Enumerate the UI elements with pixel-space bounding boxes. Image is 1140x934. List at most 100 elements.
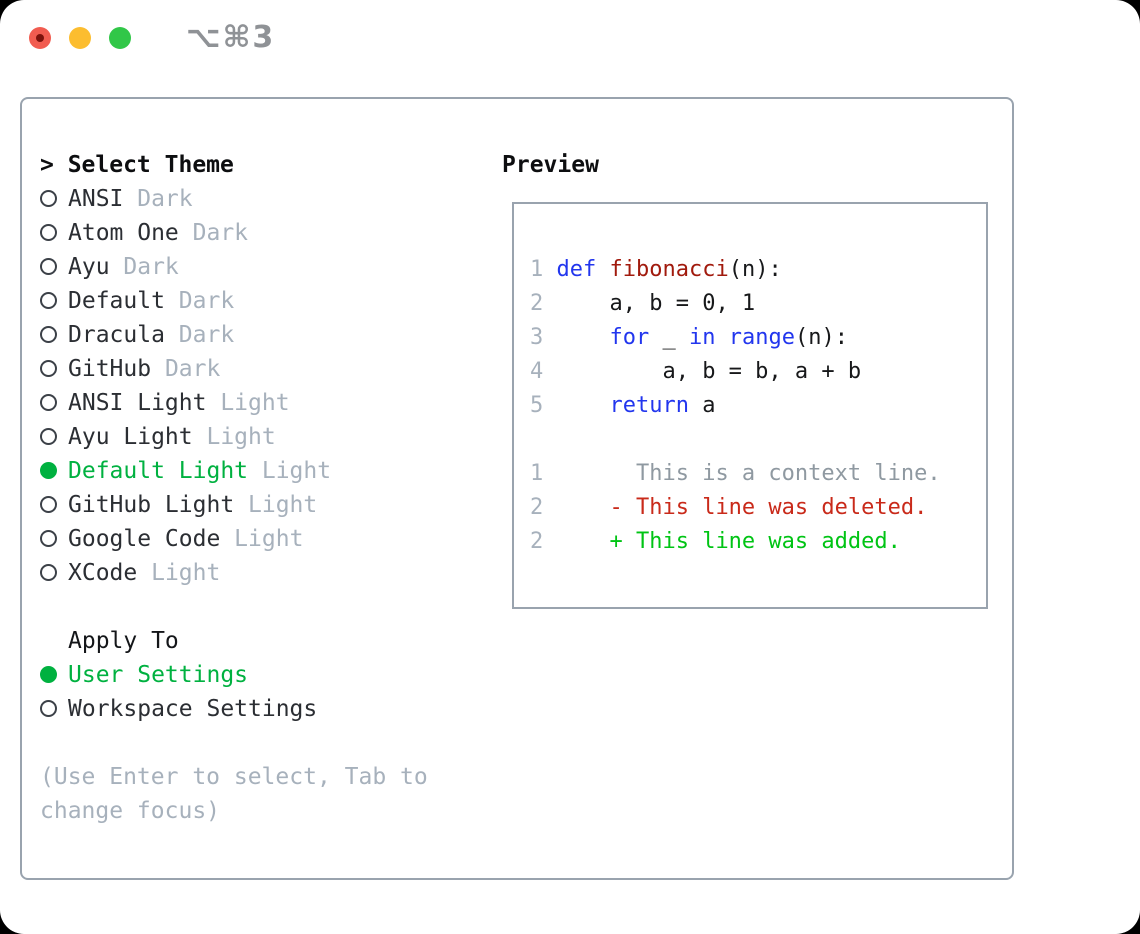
theme-item[interactable]: Default Light Light <box>40 454 480 488</box>
code-line <box>530 423 941 457</box>
apply-to-option[interactable]: User Settings <box>40 658 480 692</box>
code-segment-plain: a, b = 0, 1 <box>556 291 756 316</box>
item-variant-label: Light <box>206 390 290 416</box>
code-segment-kw: return <box>609 393 689 418</box>
code-line: 2 + This line was added. <box>530 525 941 559</box>
radio-icon[interactable] <box>40 692 68 726</box>
apply-to-option[interactable]: Workspace Settings <box>40 692 480 726</box>
theme-item[interactable]: GitHub Dark <box>40 352 480 386</box>
code-line: 1 def fibonacci(n): <box>530 253 941 287</box>
item-label: GitHub <box>68 356 152 382</box>
keyboard-hint: (Use Enter to select, Tab to change focu… <box>40 764 428 824</box>
code-segment-num: 1 <box>530 257 557 282</box>
code-line: 2 - This line was deleted. <box>530 491 941 525</box>
code-segment-plain: _ <box>649 325 689 350</box>
radio-icon[interactable] <box>40 488 68 522</box>
window-title: ⌥⌘3 <box>186 20 276 55</box>
theme-item[interactable]: Google Code Light <box>40 522 480 556</box>
theme-item[interactable]: Default Dark <box>40 284 480 318</box>
code-segment-kw: range <box>728 325 795 350</box>
item-label: Default <box>68 288 165 314</box>
spacer <box>40 726 480 760</box>
item-variant-label: Dark <box>109 254 179 280</box>
item-variant-label: Dark <box>164 288 235 314</box>
code-segment-num: 5 <box>530 393 557 418</box>
item-variant-label: Dark <box>178 220 249 246</box>
code-segment-plain <box>557 325 610 350</box>
close-button-icon[interactable] <box>29 27 51 49</box>
code-segment-plain: a <box>688 393 716 418</box>
item-variant-label: Light <box>192 424 276 450</box>
code-segment-kw: in <box>688 325 716 350</box>
item-label: Ayu <box>68 254 110 280</box>
radio-icon[interactable] <box>40 386 68 420</box>
item-label: ANSI Light <box>68 390 207 416</box>
code-segment-num: 1 <box>530 461 557 486</box>
minimize-button-icon[interactable] <box>69 27 91 49</box>
radio-icon[interactable] <box>40 522 68 556</box>
code-line: 4 a, b = b, a + b <box>530 355 941 389</box>
theme-item[interactable]: XCode Light <box>40 556 480 590</box>
traffic-lights <box>29 27 131 49</box>
apply-to-heading: Apply To <box>68 628 179 654</box>
code-segment-num: 4 <box>530 359 557 384</box>
theme-item[interactable]: ANSI Dark <box>40 182 480 216</box>
theme-item[interactable]: ANSI Light Light <box>40 386 480 420</box>
code-segment-num: 3 <box>530 325 557 350</box>
theme-item[interactable]: Ayu Dark <box>40 250 480 284</box>
radio-selected-icon[interactable] <box>40 454 68 488</box>
item-variant-label: Dark <box>164 322 235 348</box>
radio-icon[interactable] <box>40 318 68 352</box>
titlebar: ⌥⌘3 <box>0 0 1140 76</box>
item-label: Workspace Settings <box>68 696 318 722</box>
radio-icon[interactable] <box>40 284 68 318</box>
code-line: 2 a, b = 0, 1 <box>530 287 941 321</box>
radio-icon[interactable] <box>40 216 68 250</box>
item-label: ANSI <box>68 186 124 212</box>
code-segment-add: + This line was added. <box>556 529 901 554</box>
code-segment-num: 2 <box>530 291 557 316</box>
theme-item[interactable]: Ayu Light Light <box>40 420 480 454</box>
radio-icon[interactable] <box>40 556 68 590</box>
code-segment-num: 2 <box>530 495 557 520</box>
code-segment-del: - This line was deleted. <box>556 495 928 520</box>
code-segment-ctx: This is a context line. <box>556 461 941 486</box>
radio-icon[interactable] <box>40 420 68 454</box>
item-label: GitHub Light <box>68 492 235 518</box>
code-line: 1 This is a context line. <box>530 457 941 491</box>
theme-item[interactable]: GitHub Light Light <box>40 488 480 522</box>
radio-selected-icon[interactable] <box>40 658 68 692</box>
item-label: Atom One <box>68 220 179 246</box>
code-segment-plain <box>715 325 728 350</box>
item-label: Google Code <box>68 526 221 552</box>
radio-icon[interactable] <box>40 352 68 386</box>
code-line: 5 return a <box>530 389 941 423</box>
item-label: Ayu Light <box>68 424 193 450</box>
item-variant-label: Dark <box>151 356 221 382</box>
code-segment-fn: fibonacci <box>609 257 729 282</box>
item-variant-label: Light <box>234 492 318 518</box>
item-variant-label: Light <box>137 560 221 586</box>
preview-heading: Preview <box>502 152 599 178</box>
zoom-button-icon[interactable] <box>109 27 131 49</box>
code-segment-kw: def <box>556 257 597 282</box>
item-label: Default Light <box>68 458 249 484</box>
code-segment-plain: a, b = b, a + b <box>556 359 862 384</box>
item-variant-label: Light <box>220 526 304 552</box>
item-label: Dracula <box>68 322 165 348</box>
radio-icon[interactable] <box>40 182 68 216</box>
spacer <box>40 590 480 624</box>
code-segment-kw: for <box>609 325 650 350</box>
radio-icon[interactable] <box>40 250 68 284</box>
theme-item[interactable]: Atom One Dark <box>40 216 480 250</box>
item-variant-label: Light <box>248 458 332 484</box>
theme-item[interactable]: Dracula Dark <box>40 318 480 352</box>
item-label: XCode <box>68 560 138 586</box>
